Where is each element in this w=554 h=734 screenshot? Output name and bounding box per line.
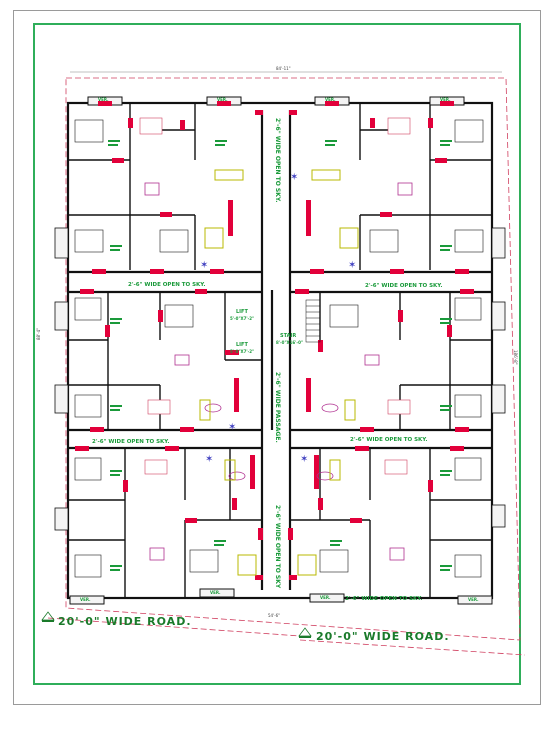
road-line-right [299, 639, 526, 656]
left-height-dim: 88'-4" [36, 328, 41, 340]
right-height-dim: 186'-8" [513, 350, 518, 365]
overall-width-dim: 84'-11" [276, 66, 291, 71]
svg-text:✶: ✶ [205, 454, 213, 465]
veranda-label: VER. [80, 597, 91, 602]
lift-dim: 5'-0"X7'-2" [230, 349, 254, 354]
veranda-label: VER. [440, 97, 451, 102]
lift-label: LIFT [236, 309, 248, 315]
bottom-dim: 54'-6" [268, 613, 280, 618]
open-to-sky-label: 2'-6" WIDE OPEN TO SKY. [92, 439, 169, 445]
outer-frame [13, 10, 541, 705]
open-to-sky-label: 2'-6" WIDE OPEN TO SKY. [350, 437, 427, 443]
lift-label: LIFT [236, 342, 248, 348]
road-label-right: 20'-0" WIDE ROAD. [316, 630, 450, 643]
road-icon-right [298, 627, 312, 638]
svg-text:✶: ✶ [200, 260, 208, 271]
road-icon-left [41, 611, 55, 622]
road-line-left [47, 617, 301, 637]
doors [75, 101, 474, 580]
side-balconies [54, 227, 506, 531]
veranda-label: VER. [320, 595, 331, 600]
open-to-sky-label: 2'-6" WIDE OPEN TO SKY. [128, 282, 205, 288]
veranda-label: VER. [210, 590, 221, 595]
room-label-marks [108, 140, 452, 571]
veranda-label: VER. [98, 97, 109, 102]
stair-dim: 8'-0"X16'-0" [276, 340, 303, 345]
open-to-sky-vertical-label: 2'-6" WIDE OPEN TO SKY. [274, 118, 281, 203]
beds [74, 119, 484, 578]
road-label-left: 20'-0" WIDE ROAD. [58, 615, 192, 628]
open-to-sky-label: 2'-6" WIDE OPEN TO SKY. [365, 283, 442, 289]
plot-boundary [65, 77, 521, 641]
open-to-sky-label: 2'-6" WIDE OPEN TO SKY. [345, 596, 422, 602]
svg-text:✶: ✶ [300, 454, 308, 465]
open-to-sky-vertical-label: 2'-6" WIDE OPEN TO SKY [274, 505, 281, 589]
veranda-label: VER. [325, 97, 336, 102]
passage-label: 2'-6" WIDE PASSAGE. [274, 372, 281, 443]
inner-frame [33, 23, 521, 685]
dining-tables [144, 182, 413, 561]
lift-dim: 5'-0"X7'-2" [230, 316, 254, 321]
veranda-label: VER. [217, 97, 228, 102]
stair [305, 299, 321, 343]
sofas [199, 169, 359, 576]
toilet-fixtures [139, 117, 411, 475]
stair-label: STAIR [280, 333, 296, 339]
svg-text:✶: ✶ [348, 260, 356, 271]
svg-text:✶: ✶ [228, 422, 236, 433]
veranda-label: VER. [468, 597, 479, 602]
vertical-tags [228, 200, 319, 489]
star-markers: ✶ ✶ ✶ ✶ ✶ ✶ [200, 172, 356, 465]
svg-text:✶: ✶ [290, 172, 298, 183]
